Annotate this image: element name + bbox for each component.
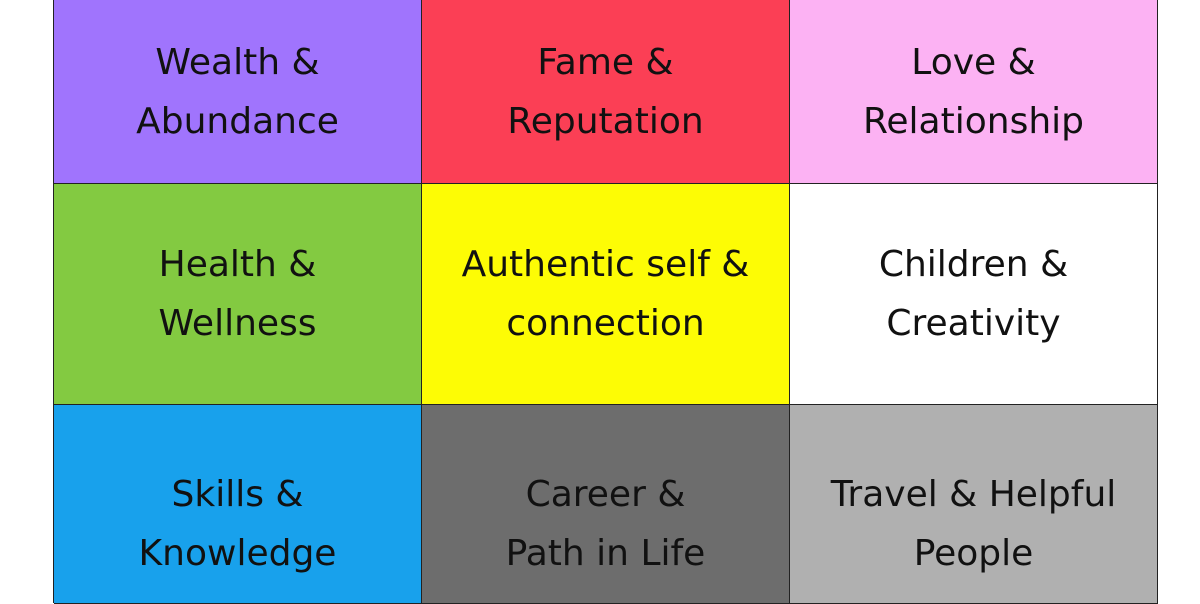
cell-label: Health & Wellness [158, 244, 317, 344]
cell-label: Authentic self & connection [461, 244, 750, 344]
cell-label: Travel & Helpful People [830, 474, 1117, 574]
cell-label: Wealth & Abundance [136, 41, 339, 142]
cell-love-relationship: Love & Relationship [790, 0, 1158, 184]
cell-fame-reputation: Fame & Reputation [422, 0, 790, 184]
cell-authentic-self-connection: Authentic self & connection [422, 184, 790, 405]
cell-label: Skills & Knowledge [138, 474, 337, 574]
cell-career-path: Career & Path in Life [422, 405, 790, 604]
cell-label: Children & Creativity [878, 244, 1069, 344]
cell-children-creativity: Children & Creativity [790, 184, 1158, 405]
cell-label: Love & Relationship [863, 41, 1084, 142]
cell-skills-knowledge: Skills & Knowledge [54, 405, 422, 604]
bagua-grid: Wealth & Abundance Fame & Reputation Lov… [53, 0, 1159, 604]
cell-travel-helpful-people: Travel & Helpful People [790, 405, 1158, 604]
cell-label: Career & Path in Life [505, 474, 706, 574]
cell-health-wellness: Health & Wellness [54, 184, 422, 405]
cell-wealth-abundance: Wealth & Abundance [54, 0, 422, 184]
cell-label: Fame & Reputation [507, 41, 704, 142]
